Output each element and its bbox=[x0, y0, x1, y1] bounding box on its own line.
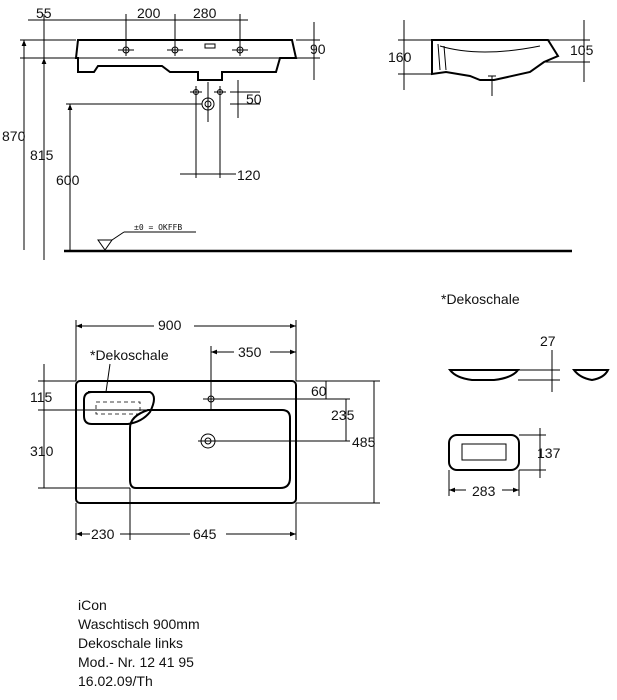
dim-870: 870 bbox=[2, 128, 26, 144]
dim-645: 645 bbox=[193, 526, 217, 542]
front-view: 55 200 280 90 50 120 bbox=[2, 5, 572, 260]
top-basin-outline bbox=[75, 380, 297, 504]
dim-350: 350 bbox=[238, 344, 262, 360]
dim-27: 27 bbox=[540, 333, 556, 349]
front-tap-holes bbox=[118, 43, 248, 56]
tray-profile-right bbox=[571, 369, 610, 382]
product-description: Waschtisch 900mm bbox=[78, 616, 200, 632]
dim-310: 310 bbox=[30, 443, 54, 459]
tray-detail-title: *Dekoschale bbox=[441, 291, 520, 307]
top-deco-tray bbox=[83, 391, 155, 425]
side-view: 160 105 bbox=[388, 20, 594, 96]
dim-160: 160 bbox=[388, 49, 412, 65]
side-basin-outline bbox=[431, 39, 560, 81]
tray-detail: *Dekoschale 27 137 283 bbox=[441, 291, 610, 499]
dim-900: 900 bbox=[158, 317, 182, 333]
dim-200: 200 bbox=[137, 5, 161, 21]
dim-60: 60 bbox=[311, 383, 327, 399]
dim-90: 90 bbox=[310, 41, 326, 57]
product-name: iCon bbox=[78, 597, 107, 613]
tray-profile-left bbox=[447, 369, 521, 381]
dim-283: 283 bbox=[472, 483, 496, 499]
dim-115: 115 bbox=[30, 389, 53, 405]
drawing-date: 16.02.09/Th bbox=[78, 673, 153, 689]
top-view: 900 350 *Dekoschale 60 235 485 115 310 2… bbox=[30, 317, 380, 542]
dim-235: 235 bbox=[331, 407, 355, 423]
dim-230: 230 bbox=[91, 526, 115, 542]
dim-485: 485 bbox=[352, 434, 376, 450]
floor-reference: ±0 = OKFFB bbox=[134, 223, 182, 232]
info-block: iCon Waschtisch 900mm Dekoschale links M… bbox=[78, 596, 200, 691]
dim-120: 120 bbox=[237, 167, 261, 183]
model-number: Mod.- Nr. 12 41 95 bbox=[78, 654, 194, 670]
dim-600: 600 bbox=[56, 172, 80, 188]
dim-50: 50 bbox=[246, 91, 262, 107]
dim-137: 137 bbox=[537, 445, 561, 461]
tray-label: *Dekoschale bbox=[90, 347, 169, 363]
dim-815: 815 bbox=[30, 147, 54, 163]
dim-280: 280 bbox=[193, 5, 217, 21]
dim-105: 105 bbox=[570, 42, 594, 58]
dim-55: 55 bbox=[36, 5, 52, 21]
waste-outlet bbox=[190, 82, 226, 178]
product-variant: Dekoschale links bbox=[78, 635, 184, 651]
front-basin-outline bbox=[74, 39, 298, 81]
top-bowl bbox=[129, 409, 291, 489]
tray-plan-outer bbox=[448, 434, 520, 471]
